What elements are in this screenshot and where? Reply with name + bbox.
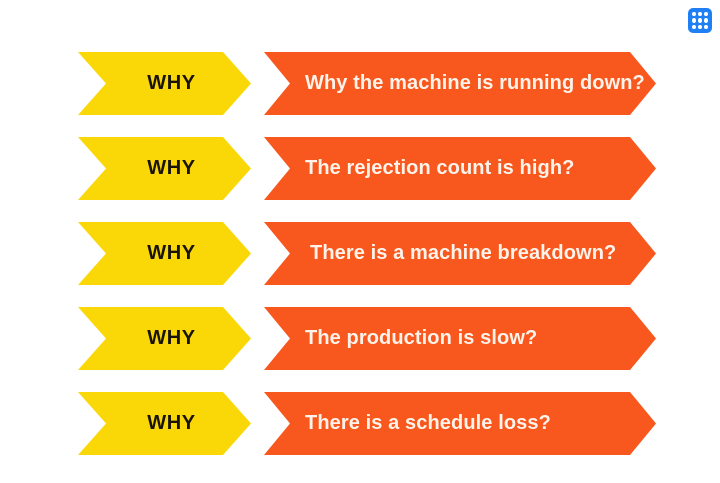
why-row: WHY The production is slow? [0,307,720,370]
question-banner[interactable]: The rejection count is high? [264,137,656,200]
why-banner-label: WHY [147,412,196,434]
why-row: WHY The rejection count is high? [0,137,720,200]
why-banner-label: WHY [147,157,196,179]
question-banner[interactable]: Why the machine is running down? [264,52,656,115]
grid-dot [704,18,708,23]
question-banner-label: The production is slow? [305,327,538,349]
grid-dot [698,12,702,17]
question-banner-label: There is a schedule loss? [305,412,551,434]
grid-dot [692,24,696,29]
why-banner[interactable]: WHY [78,392,251,455]
question-banner-label: There is a machine breakdown? [310,242,617,264]
why-row: WHY Why the machine is running down? [0,52,720,115]
why-banner-label: WHY [147,72,196,94]
grid-dot [698,24,702,29]
why-banner[interactable]: WHY [78,52,251,115]
question-banner-label: The rejection count is high? [305,157,575,179]
why-row: WHY There is a machine breakdown? [0,222,720,285]
why-banner-label: WHY [147,327,196,349]
five-whys-diagram: WHY Why the machine is running down? WHY… [0,52,720,455]
question-banner[interactable]: There is a machine breakdown? [264,222,656,285]
grid-dot [698,18,702,23]
why-banner[interactable]: WHY [78,222,251,285]
question-banner-label: Why the machine is running down? [305,72,645,94]
grid-dot [704,12,708,17]
question-banner[interactable]: The production is slow? [264,307,656,370]
question-banner[interactable]: There is a schedule loss? [264,392,656,455]
grid-apps-icon[interactable] [688,8,712,33]
why-banner-label: WHY [147,242,196,264]
grid-dot [692,18,696,23]
grid-dot [704,24,708,29]
why-row: WHY There is a schedule loss? [0,392,720,455]
grid-dot [692,12,696,17]
why-banner[interactable]: WHY [78,137,251,200]
why-banner[interactable]: WHY [78,307,251,370]
